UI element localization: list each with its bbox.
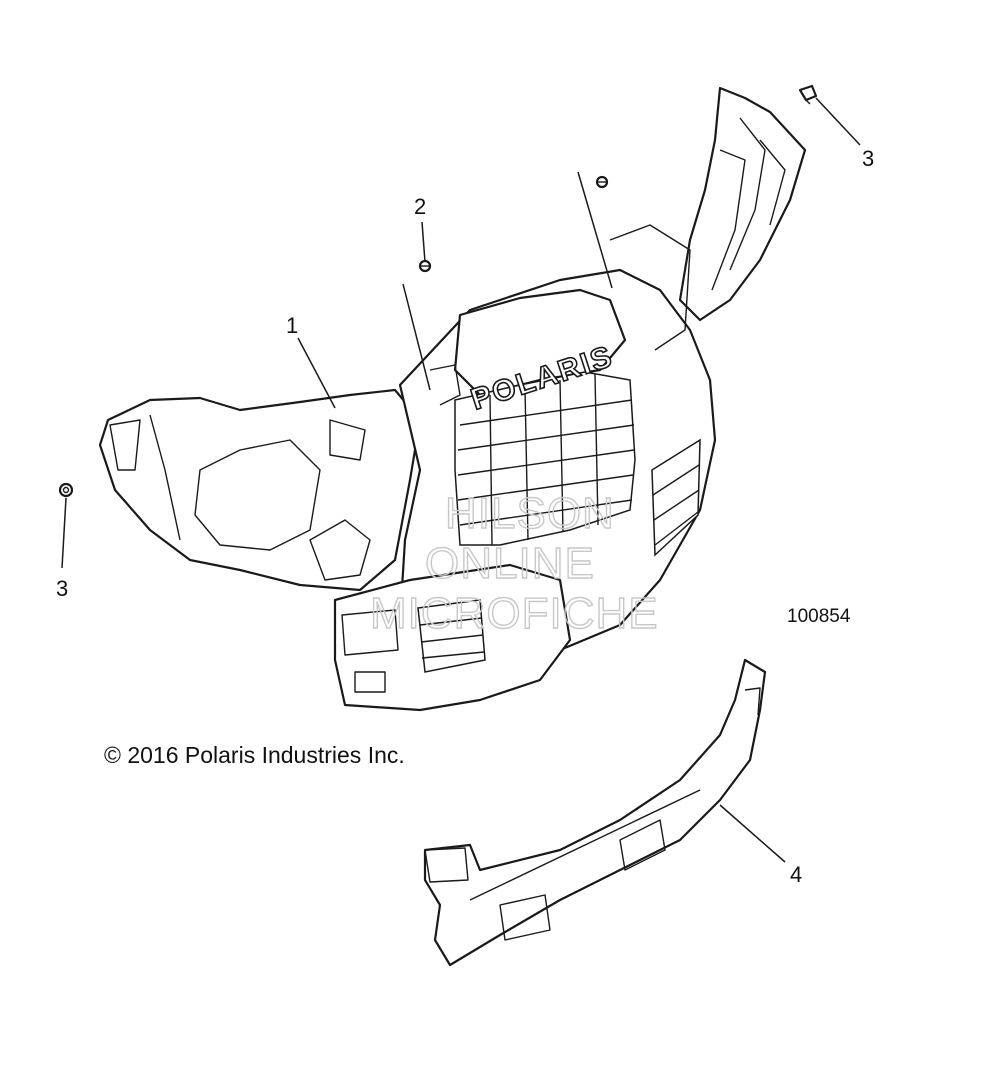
watermark: HILSON ONLINE MICROFICHE [369, 488, 659, 638]
leader-3-left [61, 497, 67, 569]
front-bumper-assembly [98, 86, 807, 712]
callout-2: 2 [414, 194, 426, 219]
screw-top-center [595, 175, 609, 189]
watermark-line-1: HILSON [445, 489, 615, 538]
leader-4 [719, 804, 786, 863]
lower-trim-panel [423, 658, 767, 967]
watermark-line-2: ONLINE [425, 539, 595, 588]
leader-2 [421, 221, 426, 263]
leader-1 [297, 337, 336, 409]
callout-1: 1 [286, 313, 298, 338]
leader-top-screw [577, 171, 613, 289]
leader-2-mount [402, 283, 431, 391]
callout-3-left: 3 [56, 576, 68, 601]
leader-3-right [815, 97, 861, 146]
push-rivet-left [58, 482, 74, 498]
callout-4: 4 [790, 862, 802, 887]
push-rivet-right [798, 84, 818, 105]
callout-3-right: 3 [862, 146, 874, 171]
figure-number: 100854 [787, 606, 851, 627]
screw-item-2 [418, 259, 432, 273]
copyright-notice: © 2016 Polaris Industries Inc. [104, 742, 405, 768]
watermark-line-3: MICROFICHE [370, 589, 659, 638]
